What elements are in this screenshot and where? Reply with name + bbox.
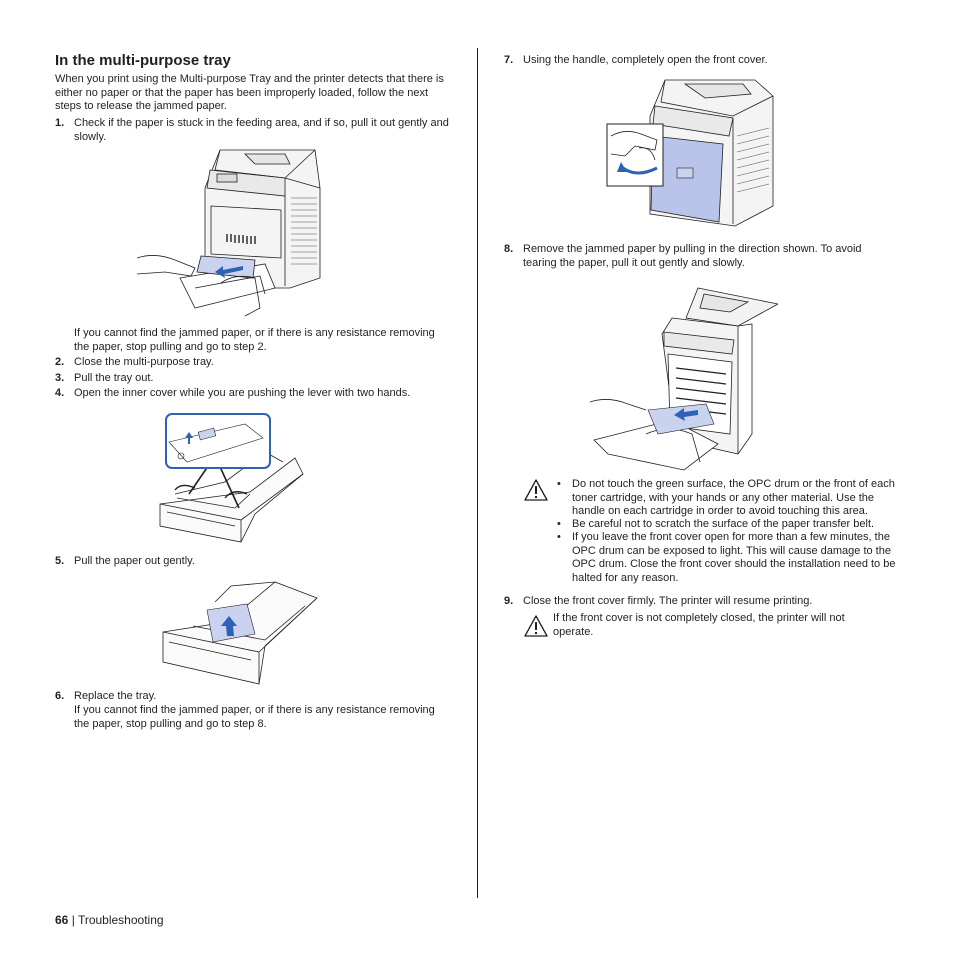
step-text: Close the multi-purpose tray. xyxy=(74,356,214,368)
bullet-icon: • xyxy=(557,531,561,543)
step-1: 1. Check if the paper is stuck in the fe… xyxy=(55,117,452,144)
step-number: 9. xyxy=(504,595,514,607)
figure-tray-inner-cover xyxy=(155,412,305,544)
step-number: 2. xyxy=(55,356,65,368)
step-number: 8. xyxy=(504,243,514,255)
step-5: 5. Pull the paper out gently. xyxy=(55,555,452,569)
step-number: 6. xyxy=(55,690,65,702)
caution-note: If the front cover is not completely clo… xyxy=(553,612,845,638)
bullet-text: Do not touch the green surface, the OPC … xyxy=(572,478,895,517)
step-6: 6. Replace the tray. xyxy=(55,690,452,704)
caution-bullet-3: • If you leave the front cover open for … xyxy=(557,531,896,585)
caution-icon xyxy=(523,614,549,638)
step-3: 3. Pull the tray out. xyxy=(55,372,452,386)
step-text: Pull the tray out. xyxy=(74,372,154,384)
step-number: 5. xyxy=(55,555,65,567)
step-number: 4. xyxy=(55,387,65,399)
step-text: Remove the jammed paper by pulling in th… xyxy=(523,243,862,269)
step-6-note: If you cannot find the jammed paper, or … xyxy=(74,704,435,730)
section-title: In the multi-purpose tray xyxy=(55,52,231,69)
step-number: 7. xyxy=(504,54,514,66)
bullet-icon: • xyxy=(557,518,561,530)
step-4: 4. Open the inner cover while you are pu… xyxy=(55,387,452,401)
figure-tray-paper xyxy=(155,576,320,686)
step-number: 1. xyxy=(55,117,65,129)
intro-paragraph: When you print using the Multi-purpose T… xyxy=(55,73,444,112)
footer-section: Troubleshooting xyxy=(77,913,164,927)
step-7: 7. Using the handle, completely open the… xyxy=(504,54,898,68)
column-divider xyxy=(477,48,478,898)
caution-bullet-1: • Do not touch the green surface, the OP… xyxy=(557,478,896,519)
step-2: 2. Close the multi-purpose tray. xyxy=(55,356,452,370)
caution-bullet-2: • Be careful not to scratch the surface … xyxy=(557,518,896,532)
step-1-note: If you cannot find the jammed paper, or … xyxy=(74,327,435,353)
bullet-text: If you leave the front cover open for mo… xyxy=(572,531,896,584)
step-text: Pull the paper out gently. xyxy=(74,555,195,567)
figure-front-cover xyxy=(605,76,777,230)
step-text: Close the front cover firmly. The printe… xyxy=(523,595,813,607)
footer-separator: | xyxy=(68,913,78,927)
figure-printer-mp-tray xyxy=(135,148,335,324)
bullet-icon: • xyxy=(557,478,561,490)
bullet-text: Be careful not to scratch the surface of… xyxy=(572,518,875,530)
caution-icon xyxy=(523,478,549,502)
page-number: 66 xyxy=(55,913,69,927)
page-footer: 66 | Troubleshooting xyxy=(55,913,164,928)
step-text: Using the handle, completely open the fr… xyxy=(523,54,768,66)
step-text: Check if the paper is stuck in the feedi… xyxy=(74,117,449,143)
step-text: Open the inner cover while you are pushi… xyxy=(74,387,411,399)
step-8: 8. Remove the jammed paper by pulling in… xyxy=(504,243,898,270)
step-number: 3. xyxy=(55,372,65,384)
figure-remove-jammed-paper xyxy=(588,284,778,472)
step-text: Replace the tray. xyxy=(74,690,157,702)
step-9: 9. Close the front cover firmly. The pri… xyxy=(504,595,898,609)
